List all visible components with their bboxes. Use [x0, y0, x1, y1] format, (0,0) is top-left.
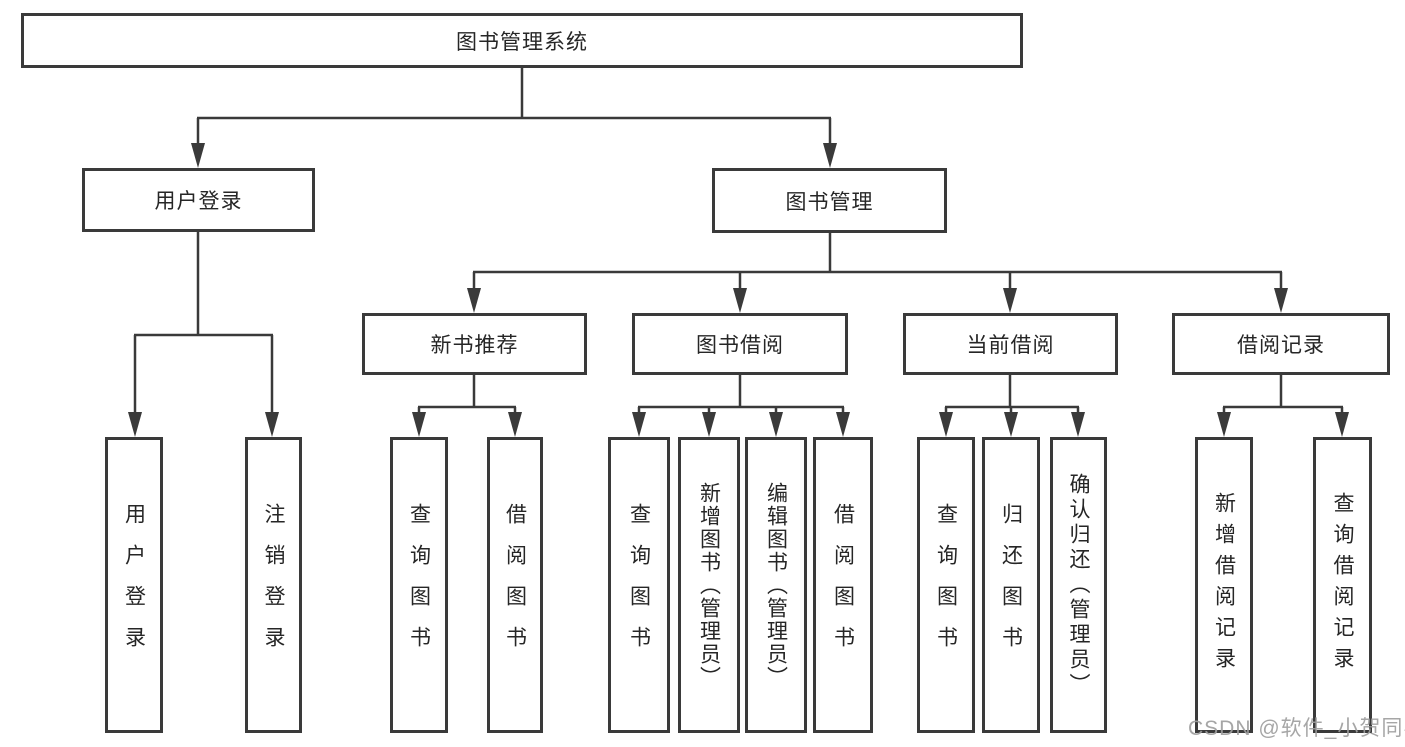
leaf-query-borrow-record-label: 查询借阅记录 — [1331, 492, 1354, 678]
leaf-user-login-label: 用户登录 — [122, 503, 146, 667]
node-book-management: 图书管理 — [712, 168, 947, 233]
node-new-book-recommend: 新书推荐 — [362, 313, 587, 375]
node-current-borrow: 当前借阅 — [903, 313, 1118, 375]
node-library-management-system: 图书管理系统 — [21, 13, 1023, 68]
leaf-user-login: 用户登录 — [105, 437, 163, 733]
node-user-login: 用户登录 — [82, 168, 315, 232]
leaf-query-borrow-record: 查询借阅记录 — [1313, 437, 1372, 733]
leaf-query-books-recommend-label: 查询图书 — [407, 503, 431, 667]
leaf-query-books-borrow-label: 查询图书 — [627, 503, 651, 667]
leaf-confirm-return-admin: 确认归还（管理员） — [1050, 437, 1107, 733]
leaf-add-borrow-record: 新增借阅记录 — [1195, 437, 1253, 733]
node-book-borrow: 图书借阅 — [632, 313, 848, 375]
leaf-query-books-current: 查询图书 — [917, 437, 975, 733]
leaf-logout: 注销登录 — [245, 437, 302, 733]
leaf-borrow-books-label: 借阅图书 — [831, 503, 855, 667]
leaf-add-books-admin-label: 新增图书（管理员） — [697, 481, 721, 689]
leaf-confirm-return-admin-label: 确认归还（管理员） — [1067, 472, 1090, 698]
leaf-edit-books-admin: 编辑图书（管理员） — [745, 437, 807, 733]
node-borrow-records: 借阅记录 — [1172, 313, 1390, 375]
leaf-query-books-recommend: 查询图书 — [390, 437, 448, 733]
leaf-return-books: 归还图书 — [982, 437, 1040, 733]
leaf-borrow-books: 借阅图书 — [813, 437, 873, 733]
leaf-edit-books-admin-label: 编辑图书（管理员） — [764, 481, 788, 689]
leaf-borrow-books-recommend: 借阅图书 — [487, 437, 543, 733]
leaf-borrow-books-recommend-label: 借阅图书 — [503, 503, 527, 667]
leaf-logout-label: 注销登录 — [262, 503, 285, 667]
leaf-add-borrow-record-label: 新增借阅记录 — [1212, 492, 1236, 678]
watermark: CSDN @软件_小贺同学 — [1188, 717, 1405, 740]
leaf-query-books-current-label: 查询图书 — [934, 503, 958, 667]
leaf-return-books-label: 归还图书 — [999, 503, 1023, 667]
leaf-query-books-borrow: 查询图书 — [608, 437, 670, 733]
leaf-add-books-admin: 新增图书（管理员） — [678, 437, 740, 733]
